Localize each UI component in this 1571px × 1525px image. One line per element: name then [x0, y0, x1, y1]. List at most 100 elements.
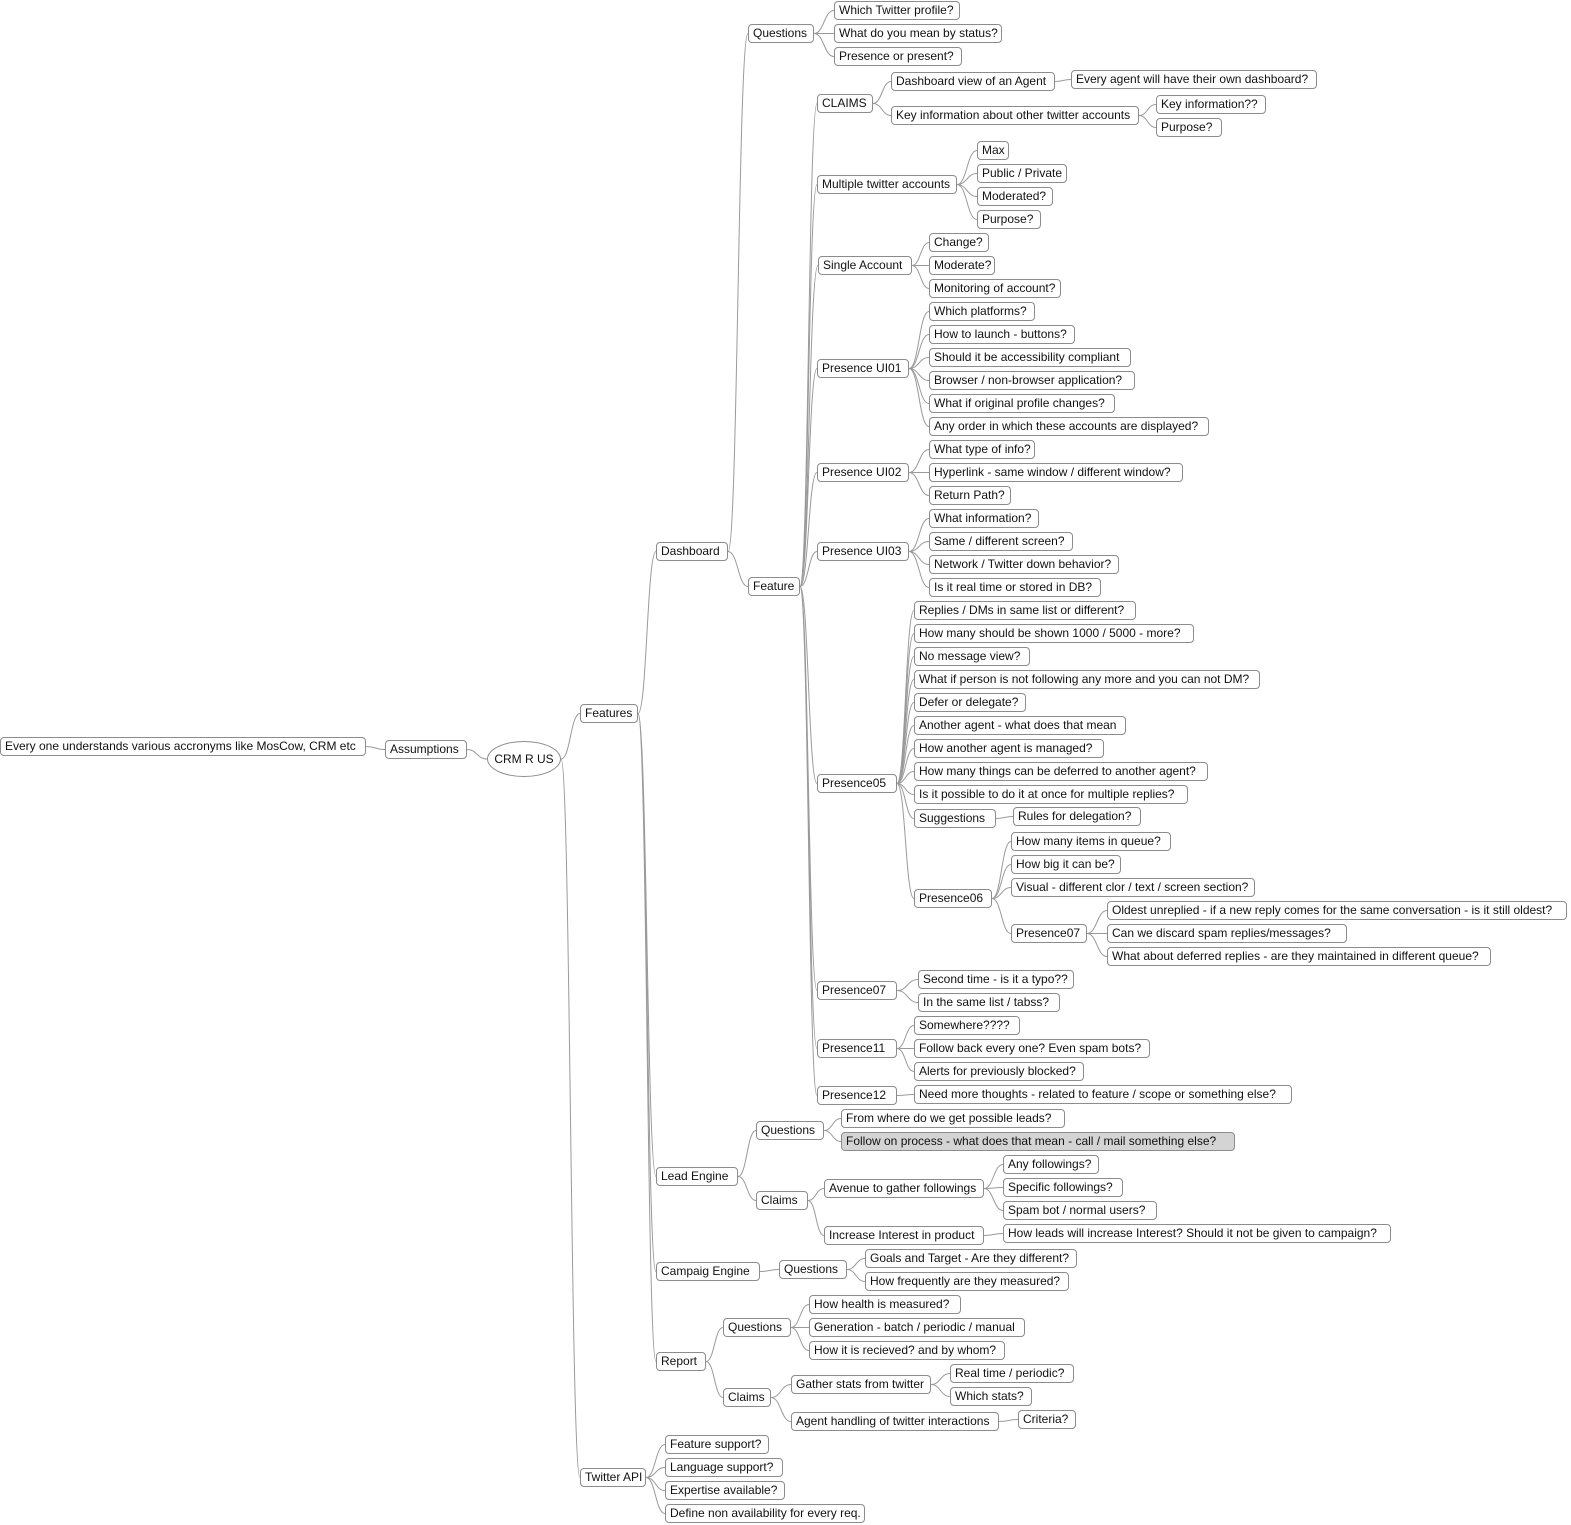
node-u3a[interactable]: What information? — [929, 509, 1039, 528]
node-u1d[interactable]: Browser / non-browser application? — [929, 371, 1135, 390]
node-r-questions[interactable]: Questions — [723, 1318, 791, 1337]
node-c1[interactable]: Dashboard view of an Agent — [891, 72, 1055, 91]
node-p5j1[interactable]: Rules for delegation? — [1013, 807, 1141, 826]
node-u3d[interactable]: Is it real time or stored in DB? — [929, 578, 1101, 597]
node-u3c[interactable]: Network / Twitter down behavior? — [929, 555, 1119, 574]
node-c-questions[interactable]: Questions — [779, 1260, 847, 1279]
node-ta1[interactable]: Feature support? — [665, 1435, 769, 1454]
node-p5i[interactable]: Is it possible to do it at once for mult… — [914, 785, 1188, 804]
node-dq3[interactable]: Presence or present? — [834, 47, 962, 66]
node-lc1b[interactable]: Specific followings? — [1003, 1178, 1123, 1197]
node-c1a[interactable]: Every agent will have their own dashboar… — [1071, 70, 1317, 89]
node-rc2[interactable]: Agent handling of twitter interactions — [791, 1412, 999, 1431]
node-u3b[interactable]: Same / different screen? — [929, 532, 1073, 551]
node-p5f[interactable]: Another agent - what does that mean — [914, 716, 1126, 735]
node-features[interactable]: Features — [580, 704, 638, 723]
node-p6d2[interactable]: Can we discard spam replies/messages? — [1107, 924, 1347, 943]
node-rc1[interactable]: Gather stats from twitter — [791, 1375, 931, 1394]
node-p5c[interactable]: No message view? — [914, 647, 1030, 666]
node-m3[interactable]: Moderated? — [977, 187, 1053, 206]
node-lq1[interactable]: From where do we get possible leads? — [841, 1109, 1065, 1128]
node-rq2[interactable]: Generation - batch / periodic / manual — [809, 1318, 1025, 1337]
node-p7a[interactable]: Second time - is it a typo?? — [918, 970, 1074, 989]
node-s1[interactable]: Change? — [929, 233, 989, 252]
node-campaign[interactable]: Campaig Engine — [656, 1262, 760, 1281]
node-p6d3[interactable]: What about deferred replies - are they m… — [1107, 947, 1491, 966]
node-l-questions[interactable]: Questions — [756, 1121, 824, 1140]
node-lc1a[interactable]: Any followings? — [1003, 1155, 1099, 1174]
node-p6c[interactable]: Visual - different clor / text / screen … — [1011, 878, 1255, 897]
node-u2c[interactable]: Return Path? — [929, 486, 1011, 505]
node-u1f[interactable]: Any order in which these accounts are di… — [929, 417, 1209, 436]
node-dq1[interactable]: Which Twitter profile? — [834, 1, 960, 20]
node-u2b[interactable]: Hyperlink - same window / different wind… — [929, 463, 1183, 482]
node-lc2a[interactable]: How leads will increase Interest? Should… — [1003, 1224, 1391, 1243]
node-p12[interactable]: Presence12 — [817, 1086, 897, 1105]
node-ui03[interactable]: Presence UI03 — [817, 542, 909, 561]
node-rc1a[interactable]: Real time / periodic? — [950, 1364, 1074, 1383]
node-d-questions[interactable]: Questions — [748, 24, 814, 43]
node-u1c[interactable]: Should it be accessibility compliant — [929, 348, 1131, 367]
node-cq2[interactable]: How frequently are they measured? — [865, 1272, 1069, 1291]
node-rq1[interactable]: How health is measured? — [809, 1295, 961, 1314]
node-lc2[interactable]: Increase Interest in product — [824, 1226, 984, 1245]
node-p5g[interactable]: How another agent is managed? — [914, 739, 1104, 758]
node-rc1b[interactable]: Which stats? — [950, 1387, 1032, 1406]
node-p5j[interactable]: Suggestions — [914, 809, 996, 828]
node-p5d[interactable]: What if person is not following any more… — [914, 670, 1260, 689]
node-p11a[interactable]: Somewhere???? — [914, 1016, 1020, 1035]
node-p6a[interactable]: How many items in queue? — [1011, 832, 1171, 851]
node-dq2[interactable]: What do you mean by status? — [834, 24, 1002, 43]
node-m2[interactable]: Public / Private — [977, 164, 1067, 183]
node-ta3[interactable]: Expertise available? — [665, 1481, 785, 1500]
node-claims[interactable]: CLAIMS — [817, 94, 873, 113]
node-rq3[interactable]: How it is recieved? and by whom? — [809, 1341, 1005, 1360]
node-p6b[interactable]: How big it can be? — [1011, 855, 1121, 874]
node-p5b[interactable]: How many should be shown 1000 / 5000 - m… — [914, 624, 1194, 643]
node-c2[interactable]: Key information about other twitter acco… — [891, 106, 1139, 125]
node-p5h[interactable]: How many things can be deferred to anoth… — [914, 762, 1208, 781]
node-p6d1[interactable]: Oldest unreplied - if a new reply comes … — [1107, 901, 1567, 920]
node-c2a[interactable]: Key information?? — [1156, 95, 1266, 114]
node-root[interactable]: CRM R US — [487, 741, 561, 777]
node-leadengine[interactable]: Lead Engine — [656, 1167, 738, 1186]
node-p11b[interactable]: Follow back every one? Even spam bots? — [914, 1039, 1150, 1058]
node-p07[interactable]: Presence07 — [817, 981, 897, 1000]
node-p11c[interactable]: Alerts for previously blocked? — [914, 1062, 1084, 1081]
node-u2a[interactable]: What type of info? — [929, 440, 1035, 459]
node-assumptions[interactable]: Assumptions — [385, 740, 467, 759]
node-ui01[interactable]: Presence UI01 — [817, 359, 909, 378]
node-m4[interactable]: Purpose? — [977, 210, 1041, 229]
node-p5a[interactable]: Replies / DMs in same list or different? — [914, 601, 1136, 620]
node-ta2[interactable]: Language support? — [665, 1458, 783, 1477]
node-multi[interactable]: Multiple twitter accounts — [817, 175, 957, 194]
node-cq1[interactable]: Goals and Target - Are they different? — [865, 1249, 1077, 1268]
node-ui02[interactable]: Presence UI02 — [817, 463, 909, 482]
node-p12a[interactable]: Need more thoughts - related to feature … — [914, 1085, 1292, 1104]
node-p05[interactable]: Presence05 — [817, 774, 897, 793]
node-p06[interactable]: Presence06 — [914, 889, 992, 908]
node-u1e[interactable]: What if original profile changes? — [929, 394, 1115, 413]
node-d-feature[interactable]: Feature — [748, 577, 800, 596]
node-assume1[interactable]: Every one understands various accronyms … — [0, 737, 366, 756]
node-report[interactable]: Report — [656, 1352, 706, 1371]
node-m1[interactable]: Max — [977, 141, 1009, 160]
node-l-claims[interactable]: Claims — [756, 1191, 808, 1210]
node-p7b[interactable]: In the same list / tabss? — [918, 993, 1060, 1012]
node-s2[interactable]: Moderate? — [929, 256, 995, 275]
node-r-claims[interactable]: Claims — [723, 1388, 771, 1407]
node-u1a[interactable]: Which platforms? — [929, 302, 1035, 321]
node-rc2a[interactable]: Criteria? — [1018, 1410, 1076, 1429]
node-u1b[interactable]: How to launch - buttons? — [929, 325, 1075, 344]
node-lc1[interactable]: Avenue to gather followings — [824, 1179, 984, 1198]
node-lc1c[interactable]: Spam bot / normal users? — [1003, 1201, 1157, 1220]
node-p5e[interactable]: Defer or delegate? — [914, 693, 1026, 712]
node-p11[interactable]: Presence11 — [817, 1039, 897, 1058]
node-dashboard[interactable]: Dashboard — [656, 542, 728, 561]
node-twitterapi[interactable]: Twitter API — [580, 1468, 646, 1487]
node-p6d[interactable]: Presence07 — [1011, 924, 1087, 943]
node-single[interactable]: Single Account — [818, 256, 912, 275]
node-ta4[interactable]: Define non availability for every req. — [665, 1504, 865, 1523]
node-lq2[interactable]: Follow on process - what does that mean … — [841, 1132, 1235, 1151]
node-s3[interactable]: Monitoring of account? — [929, 279, 1061, 298]
